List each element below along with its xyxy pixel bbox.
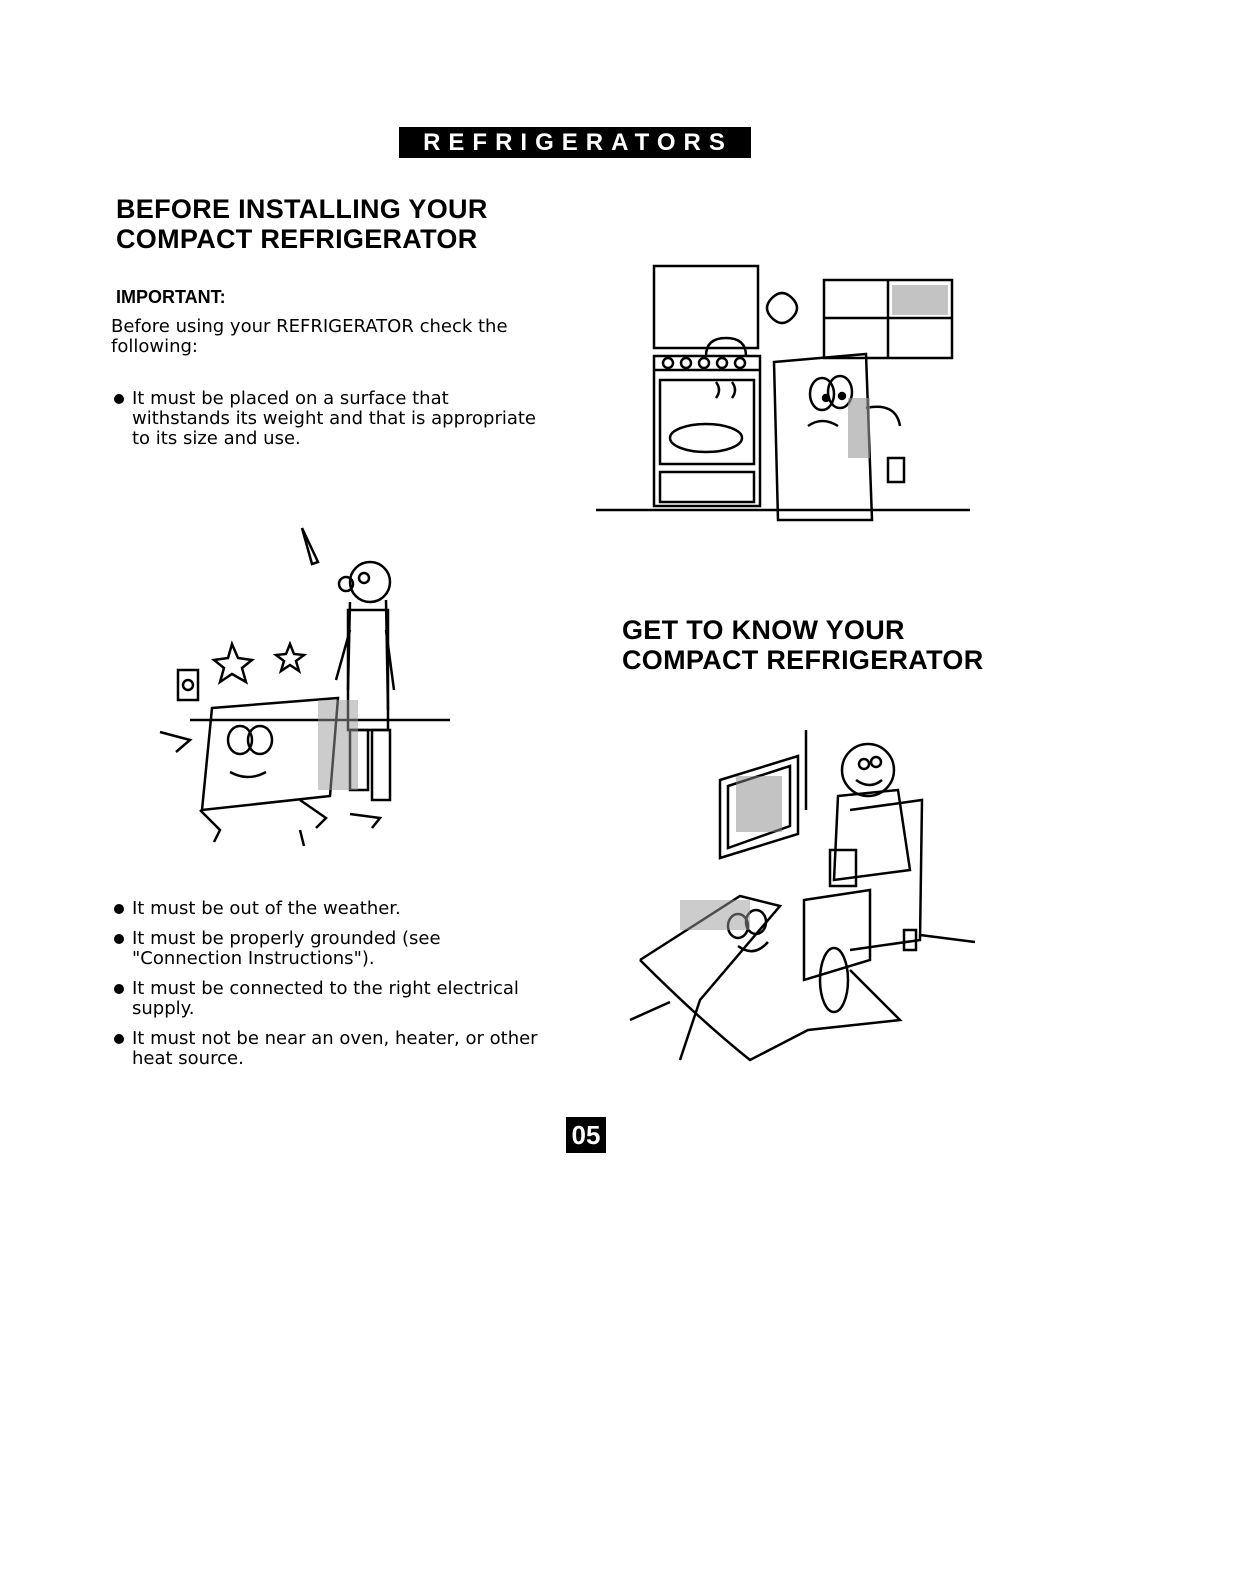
requirements-list-top: It must be placed on a surface that with… [112, 389, 542, 463]
refrigerator-falling-illustration [159, 527, 450, 847]
man-relaxing-illustration [629, 730, 975, 1062]
heading-line: BEFORE INSTALLING YOUR [116, 194, 488, 224]
list-item: It must be properly grounded (see "Conne… [112, 929, 542, 969]
list-item: It must be out of the weather. [112, 899, 542, 919]
bullet-icon [114, 934, 124, 944]
heading-line: COMPACT REFRIGERATOR [622, 645, 984, 675]
list-item-text: It must be properly grounded (see "Conne… [132, 928, 441, 969]
get-to-know-heading: GET TO KNOW YOUR COMPACT REFRIGERATOR [622, 615, 984, 675]
before-installing-heading: BEFORE INSTALLING YOUR COMPACT REFRIGERA… [116, 194, 488, 254]
bullet-icon [114, 1034, 124, 1044]
heading-line: COMPACT REFRIGERATOR [116, 224, 478, 254]
list-item-text: It must be connected to the right electr… [132, 978, 519, 1019]
heading-line: GET TO KNOW YOUR [622, 615, 905, 645]
bullet-icon [114, 984, 124, 994]
list-item-text: It must be out of the weather. [132, 898, 401, 919]
refrigerator-by-stove-illustration [596, 264, 970, 522]
list-item: It must be connected to the right electr… [112, 979, 542, 1019]
section-banner: REFRIGERATORS [399, 127, 751, 158]
list-item: It must be placed on a surface that with… [112, 389, 542, 449]
list-item-text: It must not be near an oven, heater, or … [132, 1028, 538, 1069]
list-item-text: It must be placed on a surface that with… [132, 388, 537, 449]
requirements-list-bottom: It must be out of the weather. It must b… [112, 899, 542, 1079]
page-number: 05 [566, 1117, 606, 1153]
intro-paragraph: Before using your REFRIGERATOR check the… [111, 316, 508, 357]
list-item: It must not be near an oven, heater, or … [112, 1029, 542, 1069]
bullet-icon [114, 904, 124, 914]
bullet-icon [114, 394, 124, 404]
important-label: IMPORTANT: [116, 287, 226, 307]
